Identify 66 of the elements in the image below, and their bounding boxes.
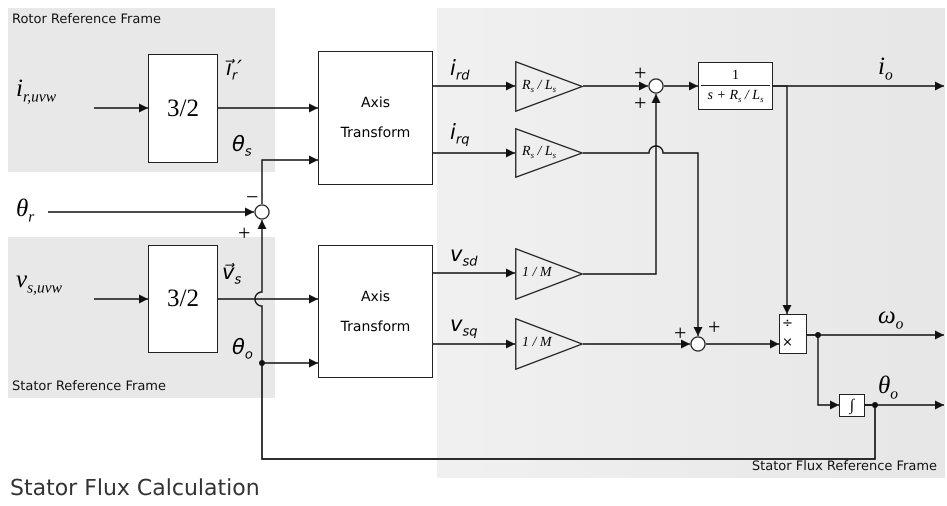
signal-label: θ$_{s}$ [232,134,252,159]
frame-panel [8,8,275,172]
signal-arrow [48,208,254,216]
signal-label: θ$_{o}$ [232,337,253,362]
operator-sign: × [782,335,793,351]
signal-arrow [583,82,648,90]
signal-label: v$_{sq}$ [450,314,478,339]
sign-label: + [634,92,646,114]
sign-label: + [634,62,646,84]
sign-label: + [674,322,686,344]
signal-arrow [261,156,318,204]
signal-arrow [218,294,318,304]
block-label: 3/2 [167,285,199,313]
operator-sign: ÷ [782,316,793,332]
process-block [148,54,218,163]
signal-arrow [583,145,702,336]
signal-arrow [433,148,515,158]
process-block [318,245,433,378]
signal-label: i$_{o}$ [878,54,893,83]
frame-title: Stator Reference Frame [12,379,166,394]
signal-label: i$_{rq}$ [450,122,470,147]
frame-title: Rotor Reference Frame [12,12,162,27]
integral-sign: ∫ [850,396,854,414]
signal-arrow [94,294,148,304]
signal-arrow [433,340,515,348]
signal-arrow [94,104,148,112]
frame-panel [437,8,945,478]
divide-multiply-block [779,314,807,354]
signal-label: ω$_{o}$ [878,303,904,332]
signal-arrow [583,340,690,348]
sign-label: + [238,222,250,244]
signal-label: v$_{s,uvw}$ [16,267,62,296]
signal-arrow [583,94,660,275]
signal-label: i$_{rd}$ [450,58,470,83]
transfer-function-block [698,62,773,110]
signal-label: v⃗$_{s}$ [222,262,242,287]
denominator: s + R$_{s}$ / L$_{s}$ [706,87,764,106]
gain-label: 1 / M [522,265,552,281]
signal-arrow [433,268,515,278]
block-label: Axis Transform [340,288,410,336]
process-block [318,51,433,185]
caption: Stator Flux Calculation [10,476,260,501]
signal-arrow [807,334,839,410]
signal-label: i$_{r,uvw}$ [16,76,56,105]
integrator-block [839,394,865,417]
sign-label: + [708,316,720,338]
signal-label: i⃗$_{r}$′ [226,58,242,83]
signal-label: θ$_{o}$ [878,373,898,402]
process-block [148,245,218,353]
block-label: Axis Transform [340,94,410,143]
frame-title: Stator Flux Reference Frame [752,459,937,474]
signal-arrow [706,340,779,348]
gain-label: R$_{s}$ / L$_{s}$ [522,144,556,160]
signal-arrow [433,82,515,90]
signal-label: θ$_{r}$ [16,196,34,225]
sign-label: − [246,186,258,208]
gain-label: R$_{s}$ / L$_{s}$ [522,78,556,94]
signal-arrow [664,82,698,90]
gain-label: 1 / M [522,335,552,351]
signal-arrow [261,358,876,460]
block-label: 3/2 [167,94,199,122]
signal-arrow [773,85,792,314]
numerator: 1 [701,66,770,86]
signal-label: v$_{sd}$ [450,244,478,269]
signal-arrow [218,104,318,112]
frame-panel [8,237,275,398]
